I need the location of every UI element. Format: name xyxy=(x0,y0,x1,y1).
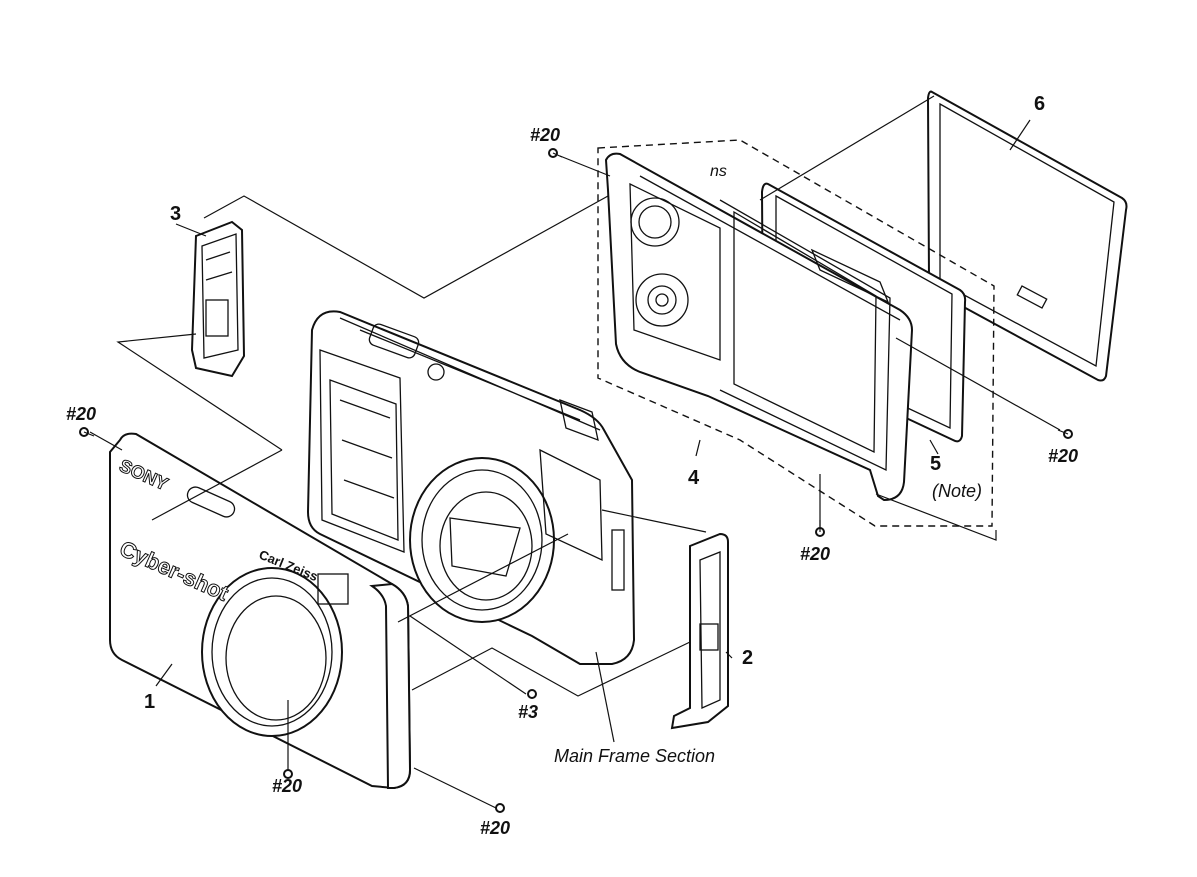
label-part-6: 6 xyxy=(1034,93,1045,115)
screw-icon-bottom-a xyxy=(283,769,293,779)
label-main-frame-section: Main Frame Section xyxy=(554,746,715,766)
part-2-side-panel xyxy=(670,532,729,730)
label-screw-bottom-a: #20 xyxy=(272,776,302,796)
screw-icon-right xyxy=(1057,429,1073,439)
label-ns: ns xyxy=(710,163,727,180)
label-note: (Note) xyxy=(932,481,982,501)
label-part-1: 1 xyxy=(144,691,155,713)
label-screw-right: #20 xyxy=(1048,446,1078,466)
label-part-5: 5 xyxy=(930,453,941,475)
screws xyxy=(79,148,1073,813)
label-screw-3: #3 xyxy=(518,702,538,722)
screw-icon-top xyxy=(548,148,563,158)
label-screw-top: #20 xyxy=(530,125,560,145)
screw-icon-3 xyxy=(527,689,537,699)
leader-lines xyxy=(89,95,1061,809)
label-screw-left: #20 xyxy=(66,404,96,424)
part-4-rear-cabinet xyxy=(597,139,995,527)
part-3-side-panel xyxy=(190,220,246,378)
part-6-lcd-window xyxy=(926,90,1128,382)
labels: 6 3 4 5 (Note) 2 1 ns Main Frame Section… xyxy=(66,93,1078,838)
main-frame-section xyxy=(306,310,636,665)
label-screw-center: #20 xyxy=(800,544,830,564)
screw-icon-left xyxy=(79,427,95,437)
screw-icon-bottom-b xyxy=(495,803,505,813)
label-part-3: 3 xyxy=(170,203,181,225)
screw-icon-center xyxy=(815,520,825,537)
label-part-2: 2 xyxy=(742,647,753,669)
label-part-4: 4 xyxy=(688,467,700,489)
part-1-front-cabinet: SONY Cyber-shot Carl Zeiss xyxy=(109,432,412,790)
label-screw-bottom-b: #20 xyxy=(480,818,510,838)
